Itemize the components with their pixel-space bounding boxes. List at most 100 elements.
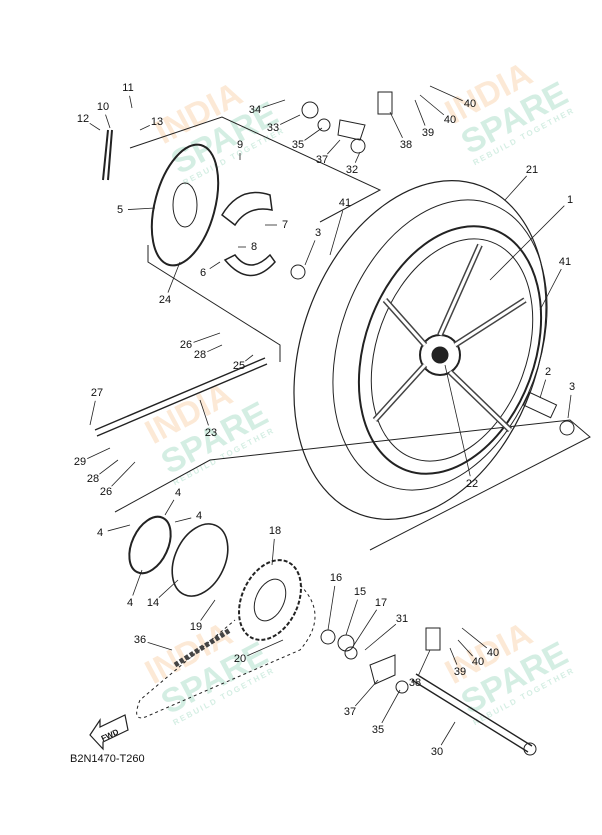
callout-1: 1 — [566, 194, 574, 206]
callout-26: 26 — [179, 339, 193, 351]
leader-line — [327, 585, 336, 631]
callout-40: 40 — [463, 98, 477, 110]
leader-line — [354, 151, 361, 163]
chain — [136, 584, 316, 719]
spokes — [373, 244, 526, 432]
leader-line — [167, 261, 181, 293]
leader-line — [419, 94, 445, 116]
callout-4: 4 — [126, 597, 134, 609]
brake-shoe — [221, 191, 273, 227]
leader-line — [304, 240, 316, 266]
callout-35: 35 — [371, 724, 385, 736]
leader-line — [489, 205, 565, 281]
brake-plate-hub — [172, 182, 198, 228]
callout-15: 15 — [353, 586, 367, 598]
callout-18: 18 — [268, 525, 282, 537]
leader-line — [429, 85, 463, 102]
leader-line — [449, 647, 458, 665]
callout-39: 39 — [421, 127, 435, 139]
leader-line — [444, 364, 471, 477]
callout-5: 5 — [116, 204, 124, 216]
callout-24: 24 — [158, 294, 172, 306]
callout-38: 38 — [408, 677, 422, 689]
leader-line — [304, 127, 323, 141]
tire — [293, 180, 547, 520]
leader-line — [245, 354, 254, 362]
callout-27: 27 — [90, 387, 104, 399]
collar — [522, 391, 558, 419]
collar — [344, 646, 358, 660]
callout-32: 32 — [345, 164, 359, 176]
leader-line — [199, 399, 209, 426]
callout-10: 10 — [96, 101, 110, 113]
leader-line — [193, 332, 221, 343]
callout-37: 37 — [343, 706, 357, 718]
leader-line — [247, 639, 284, 657]
group-outline — [114, 419, 591, 551]
leader-line — [127, 207, 156, 210]
leader-line — [381, 689, 401, 724]
leader-line — [111, 461, 136, 487]
callout-6: 6 — [199, 267, 207, 279]
callout-31: 31 — [395, 613, 409, 625]
callout-9: 9 — [236, 139, 244, 151]
callout-19: 19 — [189, 621, 203, 633]
callout-28: 28 — [193, 349, 207, 361]
leader-line — [417, 649, 431, 676]
sprocket — [238, 559, 302, 641]
leader-line — [105, 114, 111, 129]
leader-line — [354, 679, 379, 707]
leader-line — [364, 623, 397, 651]
leader-line — [567, 394, 572, 419]
leader-line — [164, 499, 175, 516]
leader-line — [327, 139, 341, 155]
leader-line — [147, 642, 173, 651]
sprocket-hub — [171, 523, 229, 597]
leader-line — [280, 114, 301, 125]
drawing-code: B2N1470-T260 — [70, 753, 145, 765]
callout-8: 8 — [250, 241, 258, 253]
adjuster — [337, 119, 366, 141]
callout-12: 12 — [76, 113, 90, 125]
leader-line — [504, 175, 527, 201]
leader-line — [200, 599, 216, 621]
leader-line — [158, 579, 179, 598]
chain-segment — [173, 627, 232, 668]
callout-4: 4 — [96, 527, 104, 539]
callout-4: 4 — [195, 510, 203, 522]
leader-line — [87, 447, 111, 459]
leader-line — [461, 627, 488, 649]
spacer — [320, 629, 336, 645]
callout-2: 2 — [544, 366, 552, 378]
leader-line — [89, 400, 96, 426]
callout-41: 41 — [558, 256, 572, 268]
leader-line — [271, 538, 275, 566]
bearing — [337, 634, 355, 652]
callout-4: 4 — [174, 487, 182, 499]
callout-17: 17 — [374, 597, 388, 609]
callout-30: 30 — [430, 746, 444, 758]
tire-inner — [332, 199, 548, 491]
leader-line — [207, 344, 223, 353]
callout-33: 33 — [266, 122, 280, 134]
callout-13: 13 — [150, 116, 164, 128]
callout-14: 14 — [146, 597, 160, 609]
washer — [395, 680, 409, 694]
leader-line — [89, 123, 101, 131]
axle-head — [523, 742, 537, 756]
leader-line — [107, 524, 131, 532]
leader-line — [414, 99, 426, 126]
callout-3: 3 — [314, 227, 322, 239]
torque-rod — [94, 357, 268, 437]
callout-41: 41 — [338, 197, 352, 209]
fwd-arrow-icon — [89, 714, 129, 751]
hub-center — [431, 346, 449, 364]
plate — [377, 91, 393, 115]
callout-40: 40 — [486, 647, 500, 659]
callout-23: 23 — [204, 427, 218, 439]
leader-line — [539, 379, 547, 399]
callout-36: 36 — [133, 634, 147, 646]
cam-lever — [102, 129, 113, 181]
callout-16: 16 — [329, 572, 343, 584]
